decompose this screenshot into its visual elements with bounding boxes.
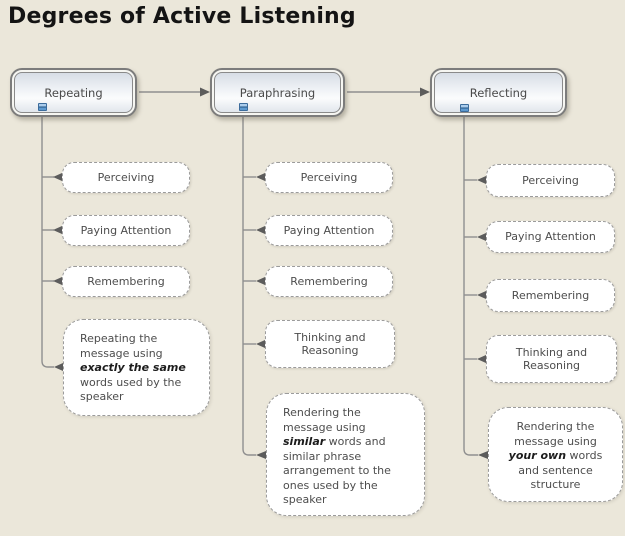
collapse-icon[interactable] [239,103,248,111]
node-paraphrasing-paying-attention[interactable]: Paying Attention [265,215,393,246]
collapse-icon[interactable] [460,104,469,112]
node-reflecting-label: Reflecting [434,72,563,113]
node-repeating-label: Repeating [14,72,133,113]
node-reflecting-remembering[interactable]: Remembering [486,279,615,312]
node-reflecting-perceiving[interactable]: Perceiving [486,164,615,197]
diagram-title: Degrees of Active Listening [8,4,356,29]
node-repeating[interactable]: Repeating [10,68,137,117]
node-paraphrasing[interactable]: Paraphrasing [210,68,345,117]
node-reflecting[interactable]: Reflecting [430,68,567,117]
node-reflecting-paying-attention[interactable]: Paying Attention [486,221,615,253]
node-repeating-perceiving[interactable]: Perceiving [62,162,190,193]
node-reflecting-thinking-reasoning[interactable]: Thinking and Reasoning [486,335,617,383]
node-paraphrasing-label: Paraphrasing [214,72,341,113]
node-repeating-remembering[interactable]: Remembering [62,266,190,297]
node-paraphrasing-remembering[interactable]: Remembering [265,266,393,297]
node-repeating-paying-attention[interactable]: Paying Attention [62,215,190,246]
collapse-icon[interactable] [38,103,47,111]
node-paraphrasing-thinking-reasoning[interactable]: Thinking and Reasoning [265,320,395,368]
node-paraphrasing-perceiving[interactable]: Perceiving [265,162,393,193]
